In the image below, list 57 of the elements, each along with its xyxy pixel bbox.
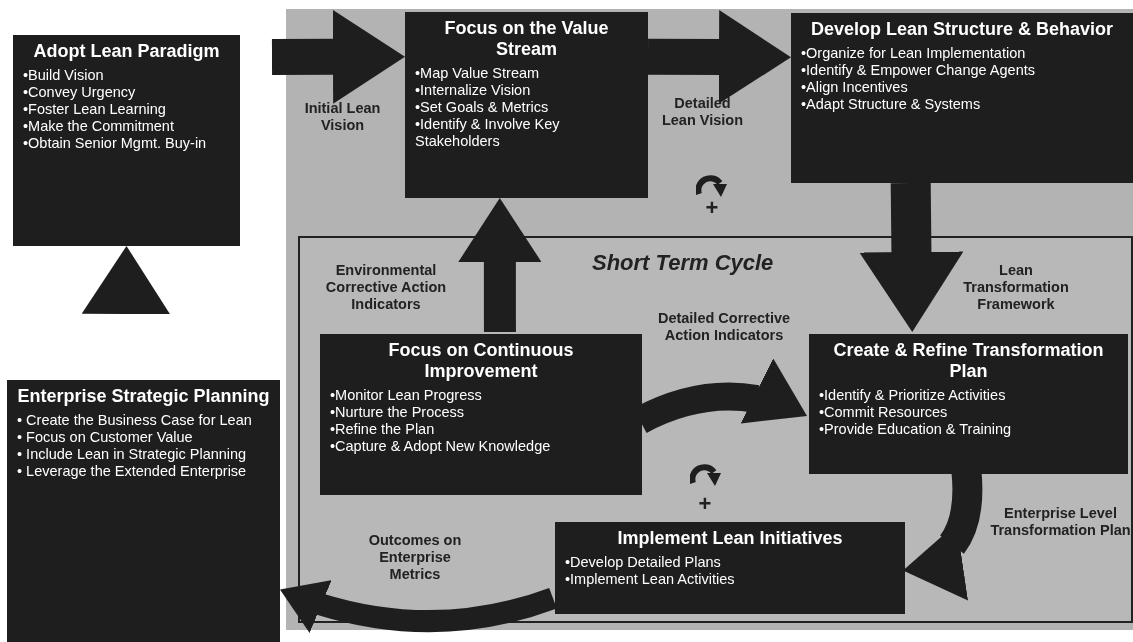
edge-label: Environmental Corrective Action Indicators [324, 262, 448, 313]
process-box [405, 12, 648, 198]
process-box [555, 522, 905, 614]
block-arrow [81, 245, 171, 315]
box-title: Implement Lean Initiatives [616, 528, 844, 549]
plus-sign: + [697, 492, 713, 516]
box-title: Focus on Continuous Improvement [387, 340, 575, 382]
bullet-item: •Commit Resources [819, 404, 949, 421]
bullet-item: •Refine the Plan [330, 421, 436, 438]
bullet-item: •Make the Commitment [23, 118, 175, 135]
bullet-item: •Convey Urgency [23, 84, 137, 101]
bullet-item: •Align Incentives [801, 79, 909, 96]
process-box [320, 334, 642, 495]
plus-sign: + [704, 196, 720, 220]
block-arrow [271, 10, 406, 104]
edge-label: Detailed Corrective Action Indicators [656, 310, 792, 344]
bullet-item: •Identify & Prioritize Activities [819, 387, 1007, 404]
bullet-item: •Obtain Senior Mgmt. Buy-in [23, 135, 208, 152]
edge-label: Lean Transformation Framework [962, 262, 1070, 313]
edge-label: Outcomes on Enterprise Metrics [367, 532, 463, 583]
box-title: Create & Refine Transformation Plan [832, 340, 1105, 382]
bullet-item: •Foster Lean Learning [23, 101, 167, 118]
bullet-item: • Focus on Customer Value [17, 429, 194, 446]
cycle-title: Short Term Cycle [592, 250, 774, 276]
process-box [7, 380, 280, 642]
bullet-item: •Develop Detailed Plans [565, 554, 722, 571]
bullet-item: •Provide Education & Training [819, 421, 1013, 438]
cycle-panel [298, 236, 1133, 623]
bullet-item: •Organize for Lean Implementation [801, 45, 1027, 62]
bullet-item: •Internalize Vision [415, 82, 532, 99]
box-title: Focus on the Value Stream [443, 18, 610, 60]
process-box [809, 334, 1128, 474]
bullet-item: •Identify & Involve Key Stakeholders [415, 116, 561, 150]
framework-panel [286, 9, 1133, 630]
process-box [13, 35, 240, 246]
edge-label: Enterprise Level Transformation Plan [989, 505, 1132, 539]
box-title: Adopt Lean Paradigm [32, 41, 221, 62]
block-arrow [458, 198, 542, 332]
edge-label: Detailed Lean Vision [660, 95, 745, 129]
bullet-item: •Identify & Empower Change Agents [801, 62, 1036, 79]
bullet-item: •Nurture the Process [330, 404, 466, 421]
edge-label: Initial Lean Vision [303, 100, 382, 134]
bullet-item: •Build Vision [23, 67, 105, 84]
bullet-item: • Leverage the Extended Enterprise [17, 463, 248, 480]
bullet-item: •Adapt Structure & Systems [801, 96, 982, 113]
bullet-item: •Implement Lean Activities [565, 571, 736, 588]
block-arrow [859, 182, 964, 333]
box-title: Develop Lean Structure & Behavior [809, 19, 1115, 40]
bullet-item: •Monitor Lean Progress [330, 387, 483, 404]
bullet-item: • Include Lean in Strategic Planning [17, 446, 248, 463]
bullet-item: •Map Value Stream [415, 65, 541, 82]
bullet-item: • Create the Business Case for Lean [17, 412, 253, 429]
box-title: Enterprise Strategic Planning [17, 386, 270, 407]
block-arrow [647, 10, 792, 104]
bullet-item: •Set Goals & Metrics [415, 99, 550, 116]
bullet-item: •Capture & Adopt New Knowledge [330, 438, 552, 455]
process-box [791, 13, 1133, 183]
